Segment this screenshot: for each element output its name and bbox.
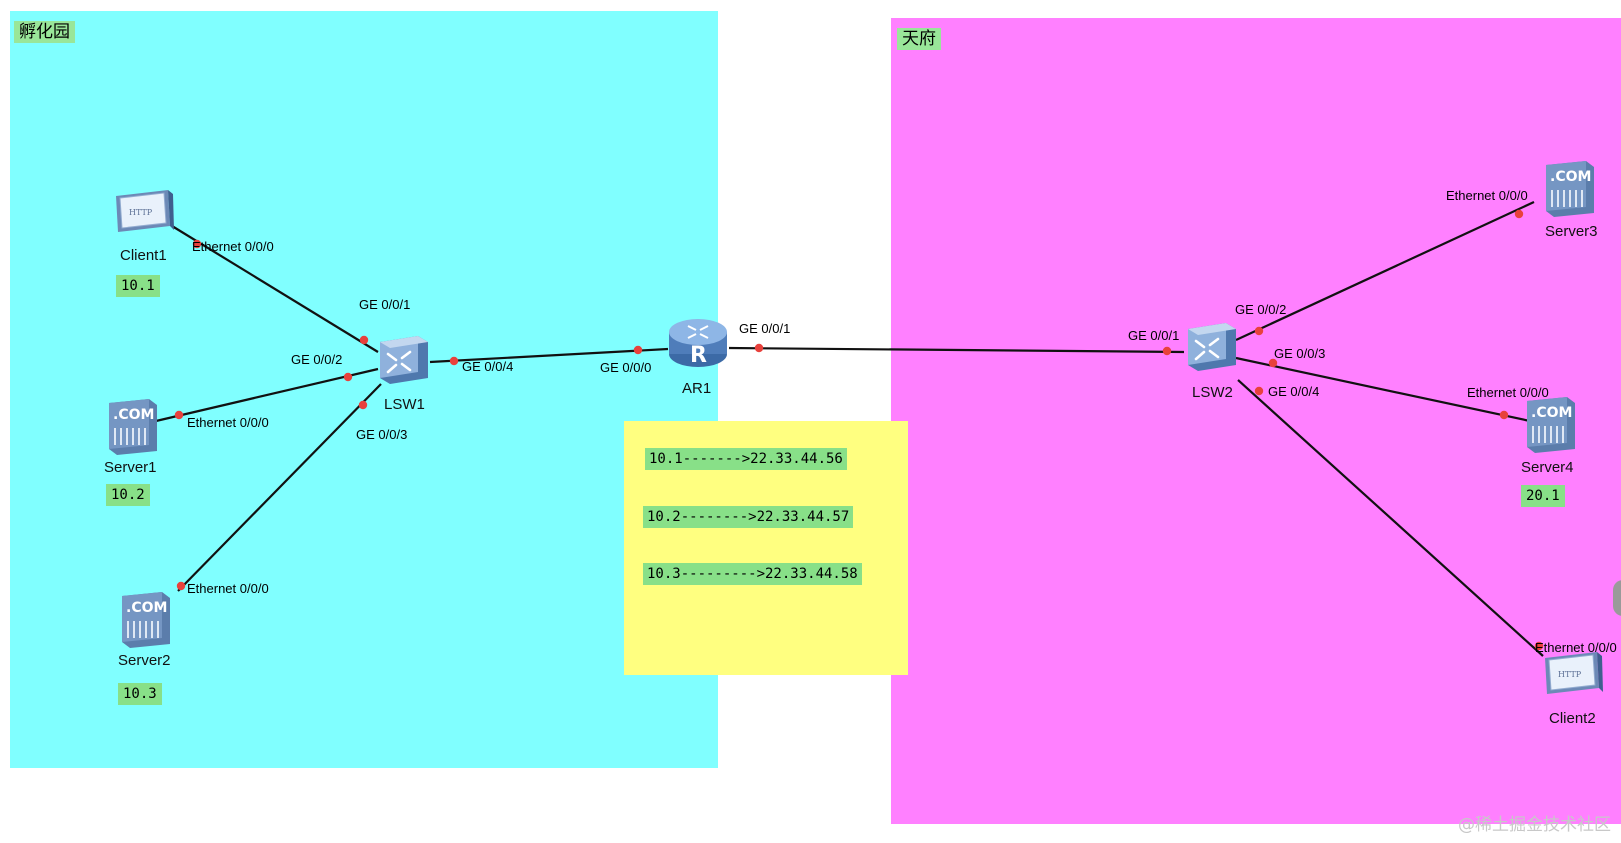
svg-text:HTTP: HTTP xyxy=(129,208,153,217)
svg-text:HTTP: HTTP xyxy=(1558,670,1582,679)
watermark: @稀土掘金技术社区 xyxy=(1458,815,1611,835)
port-dot xyxy=(358,400,368,410)
port-label: GE 0/0/1 xyxy=(359,297,411,312)
note-line: 10.1------->22.33.44.56 xyxy=(645,448,847,470)
port-label: Ethernet 0/0/0 xyxy=(1535,640,1617,655)
port-label: Ethernet 0/0/0 xyxy=(192,239,274,254)
svg-text:.COM: .COM xyxy=(1531,405,1572,421)
link-ar1-lsw2 xyxy=(728,346,1185,354)
port-label: GE 0/0/1 xyxy=(739,321,791,336)
svg-text:.COM: .COM xyxy=(126,600,167,616)
port-dot xyxy=(1162,346,1172,356)
ip-tag: 10.2 xyxy=(106,484,150,506)
link-lsw1-ar1 xyxy=(429,347,669,364)
area-label-left: 孵化园 xyxy=(14,21,75,43)
router-icon: R xyxy=(669,319,727,368)
port-label: GE 0/0/2 xyxy=(1235,302,1287,317)
ip-tag: 20.1 xyxy=(1521,485,1565,507)
port-label: GE 0/0/2 xyxy=(291,352,343,367)
port-label: Ethernet 0/0/0 xyxy=(187,581,269,596)
port-dot xyxy=(633,345,643,355)
port-dot xyxy=(1254,326,1264,336)
server-icon: .COM xyxy=(1546,161,1594,217)
port-label: Ethernet 0/0/0 xyxy=(1446,188,1528,203)
port-dot xyxy=(1268,358,1278,368)
client2-device[interactable]: HTTP xyxy=(1541,648,1603,703)
port-dot xyxy=(1254,386,1264,396)
link-lsw2-client2 xyxy=(1237,379,1544,657)
port-dot xyxy=(176,581,186,591)
port-label: GE 0/0/4 xyxy=(462,359,514,374)
server2-device[interactable]: .COM xyxy=(118,588,174,655)
switch-icon xyxy=(1188,323,1236,371)
http-client-icon: HTTP xyxy=(116,190,174,232)
server1-device[interactable]: .COM xyxy=(105,395,161,462)
port-label: GE 0/0/0 xyxy=(600,360,652,375)
link-server1-lsw1 xyxy=(155,367,379,423)
port-dot xyxy=(359,335,369,345)
link-lsw2-server4 xyxy=(1235,356,1531,423)
note-line: 10.3--------->22.33.44.58 xyxy=(643,563,862,585)
port-dot xyxy=(1499,410,1509,420)
lsw2-device[interactable] xyxy=(1182,321,1242,378)
ip-tag: 10.1 xyxy=(116,275,160,297)
device-label: Client1 xyxy=(120,247,167,264)
scroll-handle[interactable] xyxy=(1613,580,1621,616)
port-label: Ethernet 0/0/0 xyxy=(187,415,269,430)
svg-text:.COM: .COM xyxy=(113,407,154,423)
port-dot xyxy=(1514,209,1524,219)
client1-device[interactable]: HTTP xyxy=(112,186,174,241)
port-label: GE 0/0/1 xyxy=(1128,328,1180,343)
device-label: LSW1 xyxy=(384,396,425,413)
device-label: LSW2 xyxy=(1192,384,1233,401)
port-dot xyxy=(449,356,459,366)
port-label: Ethernet 0/0/0 xyxy=(1467,385,1549,400)
server-icon: .COM xyxy=(122,592,170,648)
device-label: Server4 xyxy=(1521,459,1574,476)
port-dot xyxy=(343,372,353,382)
link-lsw2-server3 xyxy=(1235,201,1535,341)
port-label: GE 0/0/3 xyxy=(1274,346,1326,361)
svg-text:.COM: .COM xyxy=(1550,169,1591,185)
device-label: Server1 xyxy=(104,459,157,476)
link-client1-lsw1 xyxy=(171,225,379,353)
http-client-icon: HTTP xyxy=(1545,652,1603,694)
area-label-right: 天府 xyxy=(897,28,941,50)
port-label: GE 0/0/4 xyxy=(1268,384,1320,399)
port-label: GE 0/0/3 xyxy=(356,427,408,442)
device-label: Client2 xyxy=(1549,710,1596,727)
device-label: Server3 xyxy=(1545,223,1598,240)
server4-device[interactable]: .COM xyxy=(1523,393,1579,460)
ip-tag: 10.3 xyxy=(118,683,162,705)
lsw1-device[interactable] xyxy=(374,334,434,391)
port-dot xyxy=(754,343,764,353)
port-dot xyxy=(192,239,202,249)
area-tianfu xyxy=(891,18,1621,824)
note-line: 10.2-------->22.33.44.57 xyxy=(643,506,854,528)
server-icon: .COM xyxy=(1527,397,1575,453)
switch-icon xyxy=(380,336,428,384)
link-server2-lsw1 xyxy=(177,383,382,592)
svg-text:R: R xyxy=(690,343,707,368)
device-label: AR1 xyxy=(682,380,712,397)
port-dot xyxy=(1534,641,1544,651)
ar1-device[interactable]: R xyxy=(666,314,730,375)
device-label: Server2 xyxy=(118,652,171,669)
server3-device[interactable]: .COM xyxy=(1542,157,1598,224)
port-dot xyxy=(174,410,184,420)
server-icon: .COM xyxy=(109,399,157,455)
